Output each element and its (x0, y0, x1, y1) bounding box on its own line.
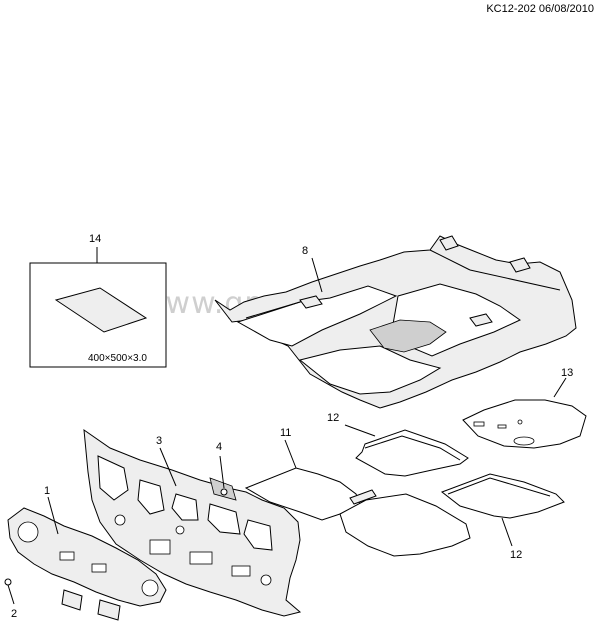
part-11-front-mat: 11 (244, 427, 471, 557)
callout-12-top: 12 (327, 412, 339, 424)
part-1-outer-insulator: 1 (7, 485, 167, 621)
part-13-tunnel-mat: 13 (462, 367, 587, 449)
drawing-code: KC12-202 06/08/2010 (486, 3, 594, 15)
callout-2: 2 (11, 608, 17, 620)
callout-13: 13 (561, 367, 573, 379)
clip-fastener (220, 488, 228, 496)
callout-1: 1 (44, 485, 50, 497)
part-12-floor-mat-front: 12 (327, 412, 469, 477)
callout-11: 11 (280, 427, 291, 439)
pad-sheet (54, 287, 148, 333)
part-8-floor-carpet: 8 (214, 235, 577, 409)
part-2-retainer: 2 (4, 578, 17, 620)
part-14-sound-pad: 14 400×500×3.0 (29, 233, 167, 368)
carpet-rear-section (298, 345, 442, 395)
callout-8: 8 (302, 245, 308, 257)
pad-dimension: 400×500×3.0 (88, 353, 147, 364)
callout-14: 14 (89, 233, 101, 245)
carpet-tunnel (369, 319, 447, 353)
outer-insulator (7, 507, 167, 607)
rear-mat (339, 493, 471, 557)
floor-mat-rear (440, 473, 565, 519)
tunnel-mat (462, 399, 587, 449)
callout-4: 4 (216, 441, 222, 453)
callout-3: 3 (156, 435, 162, 447)
callout-12-bottom: 12 (510, 549, 522, 561)
part-12-floor-mat-rear: 12 (440, 473, 565, 561)
part-4-clip: 4 (216, 441, 228, 496)
retainer-fastener (4, 578, 12, 586)
